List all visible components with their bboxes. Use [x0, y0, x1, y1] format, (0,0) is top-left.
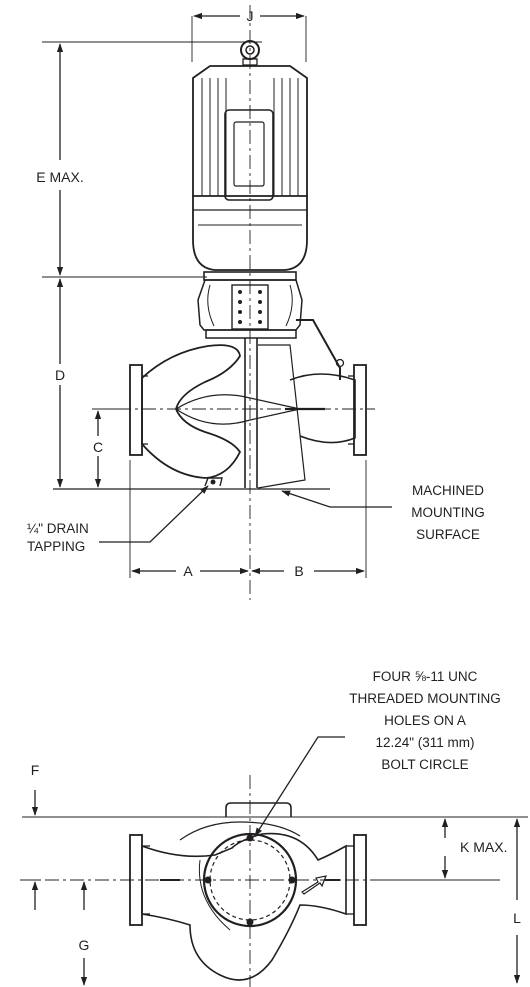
mounting-hole [246, 918, 254, 926]
label-c: C [93, 439, 103, 455]
plan-dimensions [31, 736, 521, 986]
holes-note-line3: HOLES ON A [384, 713, 466, 728]
plan-casing [141, 832, 347, 981]
elevation-view [42, 5, 375, 600]
plan-view [20, 775, 528, 987]
label-e-max: E MAX. [36, 169, 83, 185]
holes-note-line2: THREADED MOUNTING [349, 691, 501, 706]
drain-note-line2: TAPPING [27, 539, 85, 554]
flow-arrow-icon [301, 875, 327, 895]
mounting-hole [204, 876, 212, 884]
label-b: B [294, 563, 303, 579]
holes-note-line1: FOUR ⅝-11 UNC [373, 669, 478, 684]
discharge-nozzle [289, 373, 356, 444]
motor [192, 40, 308, 281]
label-a: A [183, 563, 193, 579]
elevation-dimensions [56, 12, 392, 575]
label-l: L [513, 910, 521, 926]
holes-note-line5: BOLT CIRCLE [381, 757, 468, 772]
drain-note-line1: ¼" DRAIN [27, 521, 89, 536]
terminal-box [224, 109, 274, 201]
suction-flange [129, 364, 148, 456]
label-j: J [247, 8, 254, 24]
machined-note-line2: MOUNTING [411, 505, 485, 520]
machined-note-line1: MACHINED [412, 483, 484, 498]
holes-note-line4: 12.24" (311 mm) [375, 735, 474, 750]
mounting-hole [246, 834, 254, 842]
mounting-surface-leader [281, 490, 392, 508]
drain-leader [99, 485, 209, 543]
holes-leader [254, 736, 345, 837]
pump-casing [141, 344, 242, 479]
bolt-circle-plate [202, 832, 298, 928]
coupling [231, 284, 269, 330]
bracket [197, 279, 345, 488]
dimension-labels: J E MAX. D C A B F G K MAX. L [31, 8, 521, 953]
label-d: D [55, 367, 65, 383]
notes: ¼" DRAIN TAPPING MACHINED MOUNTING SURFA… [27, 483, 501, 772]
label-f: F [31, 762, 40, 778]
machined-note-line3: SURFACE [416, 527, 480, 542]
label-k-max: K MAX. [460, 839, 507, 855]
mounting-hole [288, 876, 296, 884]
label-g: G [79, 937, 90, 953]
